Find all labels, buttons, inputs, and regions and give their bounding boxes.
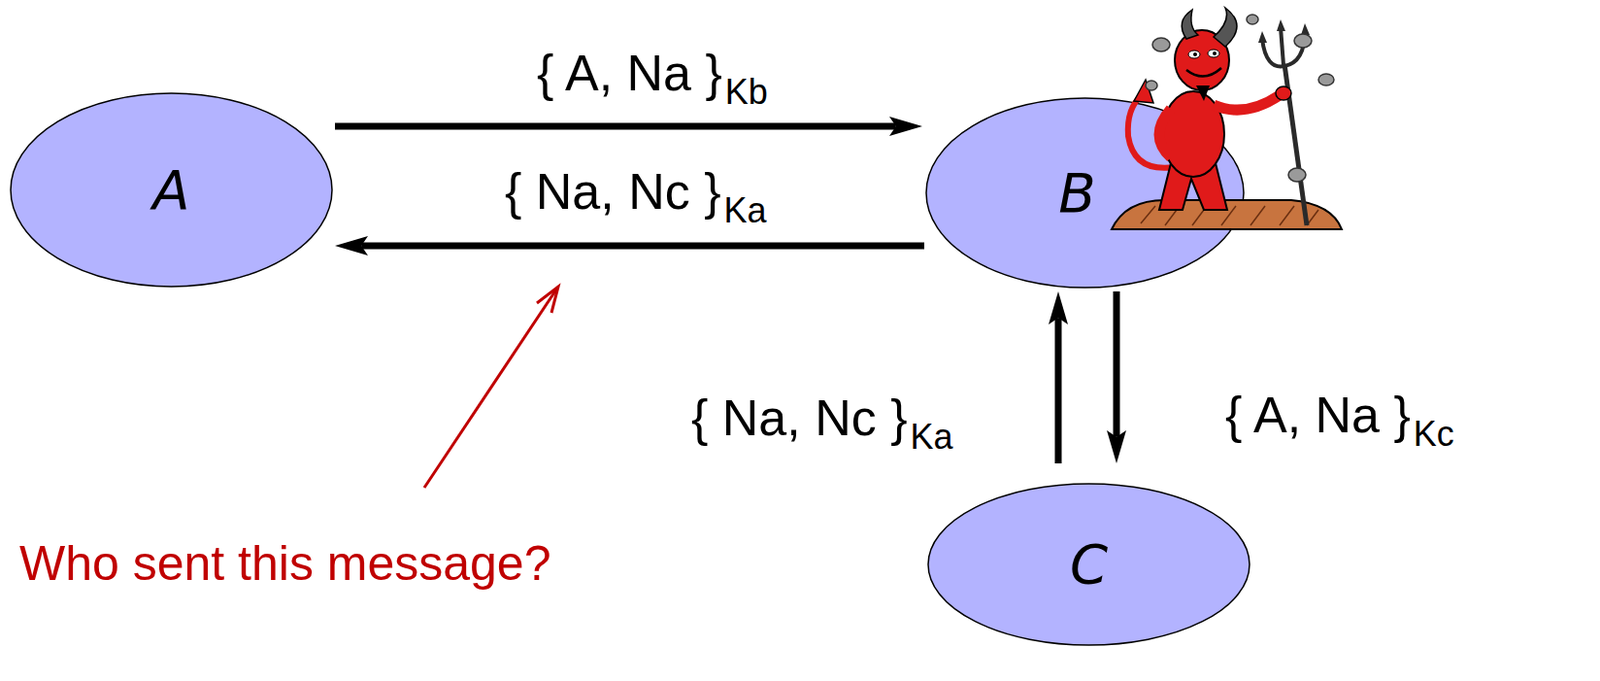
devil-body-part xyxy=(1186,67,1222,77)
smoke-puffs-part xyxy=(1152,37,1170,52)
node-label: A xyxy=(152,160,190,221)
arrow-head xyxy=(334,235,368,256)
node-text-group: C xyxy=(1069,533,1108,595)
devil-body-part xyxy=(1196,85,1210,101)
key-subscript: Ka xyxy=(910,416,954,457)
arrow-shaft xyxy=(1055,317,1063,464)
leader-line xyxy=(424,289,557,488)
devil-body-part xyxy=(1207,49,1220,58)
ellipse-shape xyxy=(928,483,1250,645)
ellipse-node: A xyxy=(9,92,334,288)
message-label: { Na, Nc } xyxy=(504,163,722,222)
node-label: C xyxy=(1069,533,1108,595)
pitchfork-part xyxy=(1280,27,1284,66)
devil-body-part xyxy=(1159,108,1171,158)
message-label: { A, Na } xyxy=(536,44,723,103)
ellipse-shape xyxy=(10,93,333,287)
smoke-puffs xyxy=(1145,14,1334,182)
devil-body xyxy=(1159,7,1292,210)
leader-head xyxy=(536,286,559,313)
key-subscript: Kb xyxy=(725,71,768,112)
devil-body-part xyxy=(1193,52,1198,57)
arrow-head xyxy=(889,116,923,136)
devil-body-part xyxy=(1213,95,1280,110)
question-note: Who sent this message? xyxy=(19,535,552,593)
message-arrow xyxy=(334,116,923,136)
smoke-puffs-part xyxy=(1288,167,1306,182)
message-arrow xyxy=(1106,291,1127,464)
smoke-puffs-part xyxy=(1318,73,1334,86)
node-text-group: A xyxy=(152,160,190,221)
arrow-head xyxy=(1106,430,1127,464)
smoke-puffs-part xyxy=(1294,33,1312,48)
key-subscript: Ka xyxy=(724,190,767,231)
node-text-group: B xyxy=(1058,163,1096,224)
devil-body-part xyxy=(1188,50,1200,59)
devil-body-part xyxy=(1275,86,1292,100)
pitchfork xyxy=(1258,19,1310,226)
arrow-shaft xyxy=(361,242,925,250)
key-subscript: Kc xyxy=(1413,413,1455,454)
message-label: { Na, Nc } xyxy=(691,389,908,448)
message-label: { A, Na } xyxy=(1225,386,1411,445)
arrow-shaft xyxy=(1113,291,1121,437)
devil-body-part xyxy=(1213,7,1237,47)
smoke-puffs-part xyxy=(1246,14,1259,25)
message-arrow xyxy=(1048,291,1068,464)
arrow-shaft xyxy=(334,123,897,131)
ellipse-node: C xyxy=(927,482,1251,646)
node-label: B xyxy=(1058,163,1096,224)
devil-body-part xyxy=(1212,51,1217,56)
smoke-puffs-part xyxy=(1145,80,1158,91)
message-arrow xyxy=(334,235,925,256)
devil-body-part xyxy=(1181,9,1199,39)
arrow-head xyxy=(1048,291,1068,325)
